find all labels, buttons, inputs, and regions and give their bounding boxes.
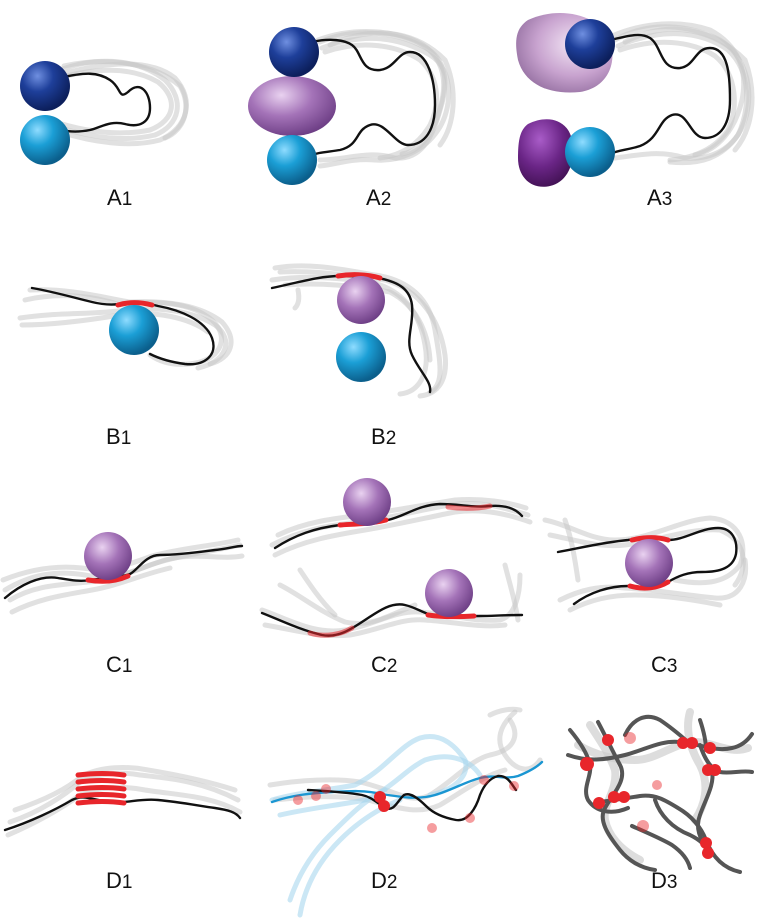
label-a2: A2 — [366, 185, 391, 210]
panel-d1: D1 — [3, 765, 243, 893]
contact-point — [427, 823, 437, 833]
label-c2: C2 — [371, 652, 397, 677]
crosslink-node — [704, 742, 716, 754]
light-blue-sphere — [267, 135, 317, 185]
crosslink-node — [709, 764, 721, 776]
beta-strand-stack — [75, 771, 127, 806]
label-d2: D2 — [371, 868, 397, 893]
disordered-chain — [270, 274, 432, 394]
violet-sphere — [337, 276, 385, 324]
panel-c1: C1 — [0, 532, 245, 677]
disordered-chain — [30, 286, 215, 366]
binding-segment — [85, 573, 131, 584]
panel-a3: A3 — [516, 12, 755, 210]
violet-sphere — [625, 539, 673, 587]
disordered-chain — [3, 796, 242, 832]
dark-blue-sphere — [269, 27, 319, 77]
panel-a1: A1 — [20, 58, 189, 210]
light-blue-sphere — [20, 115, 70, 165]
disordered-chain — [306, 774, 518, 822]
secondary-site-bottom — [307, 625, 355, 638]
binding-segment-bottom — [627, 579, 671, 591]
binding-segment-top — [629, 535, 671, 543]
disordered-chain-top — [273, 502, 524, 550]
secondary-site-top — [445, 503, 493, 511]
contact-point — [509, 781, 519, 791]
crosslink-node — [677, 737, 689, 749]
crosslink-node — [624, 732, 636, 744]
light-blue-sphere — [109, 305, 159, 355]
crosslink-node — [686, 737, 698, 749]
disordered-chain — [308, 38, 437, 158]
crosslink-node — [700, 837, 712, 849]
panel-c2: C2 — [259, 478, 533, 677]
contact-point — [479, 775, 489, 785]
contact-point — [465, 813, 475, 823]
contact-point — [378, 800, 390, 812]
dark-blue-sphere — [565, 19, 615, 69]
panel-b1: B1 — [17, 286, 234, 449]
violet-sphere-bottom — [425, 569, 473, 617]
label-a3: A3 — [647, 185, 672, 210]
crosslink-node — [602, 734, 614, 746]
ghost-chains — [55, 58, 189, 147]
binding-segment — [115, 300, 155, 308]
disordered-chain — [3, 544, 244, 600]
ghost-chains — [315, 29, 456, 169]
crosslink-node — [618, 791, 630, 803]
label-b1: B1 — [106, 424, 131, 449]
light-blue-sphere — [336, 332, 386, 382]
panel-a2: A2 — [248, 27, 456, 210]
label-d3: D3 — [651, 868, 677, 893]
label-b2: B2 — [371, 424, 396, 449]
contact-point — [374, 791, 386, 803]
violet-partner-protein — [248, 76, 336, 136]
dark-violet-partner-protein — [518, 119, 574, 187]
crosslink-node — [608, 791, 620, 803]
panel-c3: C3 — [542, 515, 749, 677]
crosslink-node — [580, 757, 594, 771]
panel-b2: B2 — [269, 263, 449, 449]
crosslink-node — [652, 780, 662, 790]
ghost-chains — [542, 515, 749, 613]
violet-sphere-top — [343, 478, 391, 526]
disordered-chain — [58, 72, 152, 133]
crosslink-node — [593, 797, 605, 809]
contact-point — [293, 795, 303, 805]
panel-d2: D2 — [267, 706, 544, 918]
contact-point — [321, 784, 331, 794]
crosslink-node — [637, 820, 649, 832]
ghost-chains-bottom — [259, 562, 523, 639]
light-blue-sphere — [565, 127, 615, 177]
violet-sphere — [84, 532, 132, 580]
label-a1: A1 — [107, 185, 132, 210]
contact-point — [311, 791, 321, 801]
label-c1: C1 — [106, 652, 132, 677]
panel-d3: D3 — [566, 708, 754, 893]
dark-blue-sphere — [20, 61, 70, 111]
ghost-chains — [609, 21, 755, 166]
binding-segment — [335, 272, 383, 281]
label-c3: C3 — [651, 652, 677, 677]
disordered-chain — [608, 33, 732, 156]
label-d1: D1 — [106, 868, 132, 893]
crosslink-node — [702, 847, 714, 859]
